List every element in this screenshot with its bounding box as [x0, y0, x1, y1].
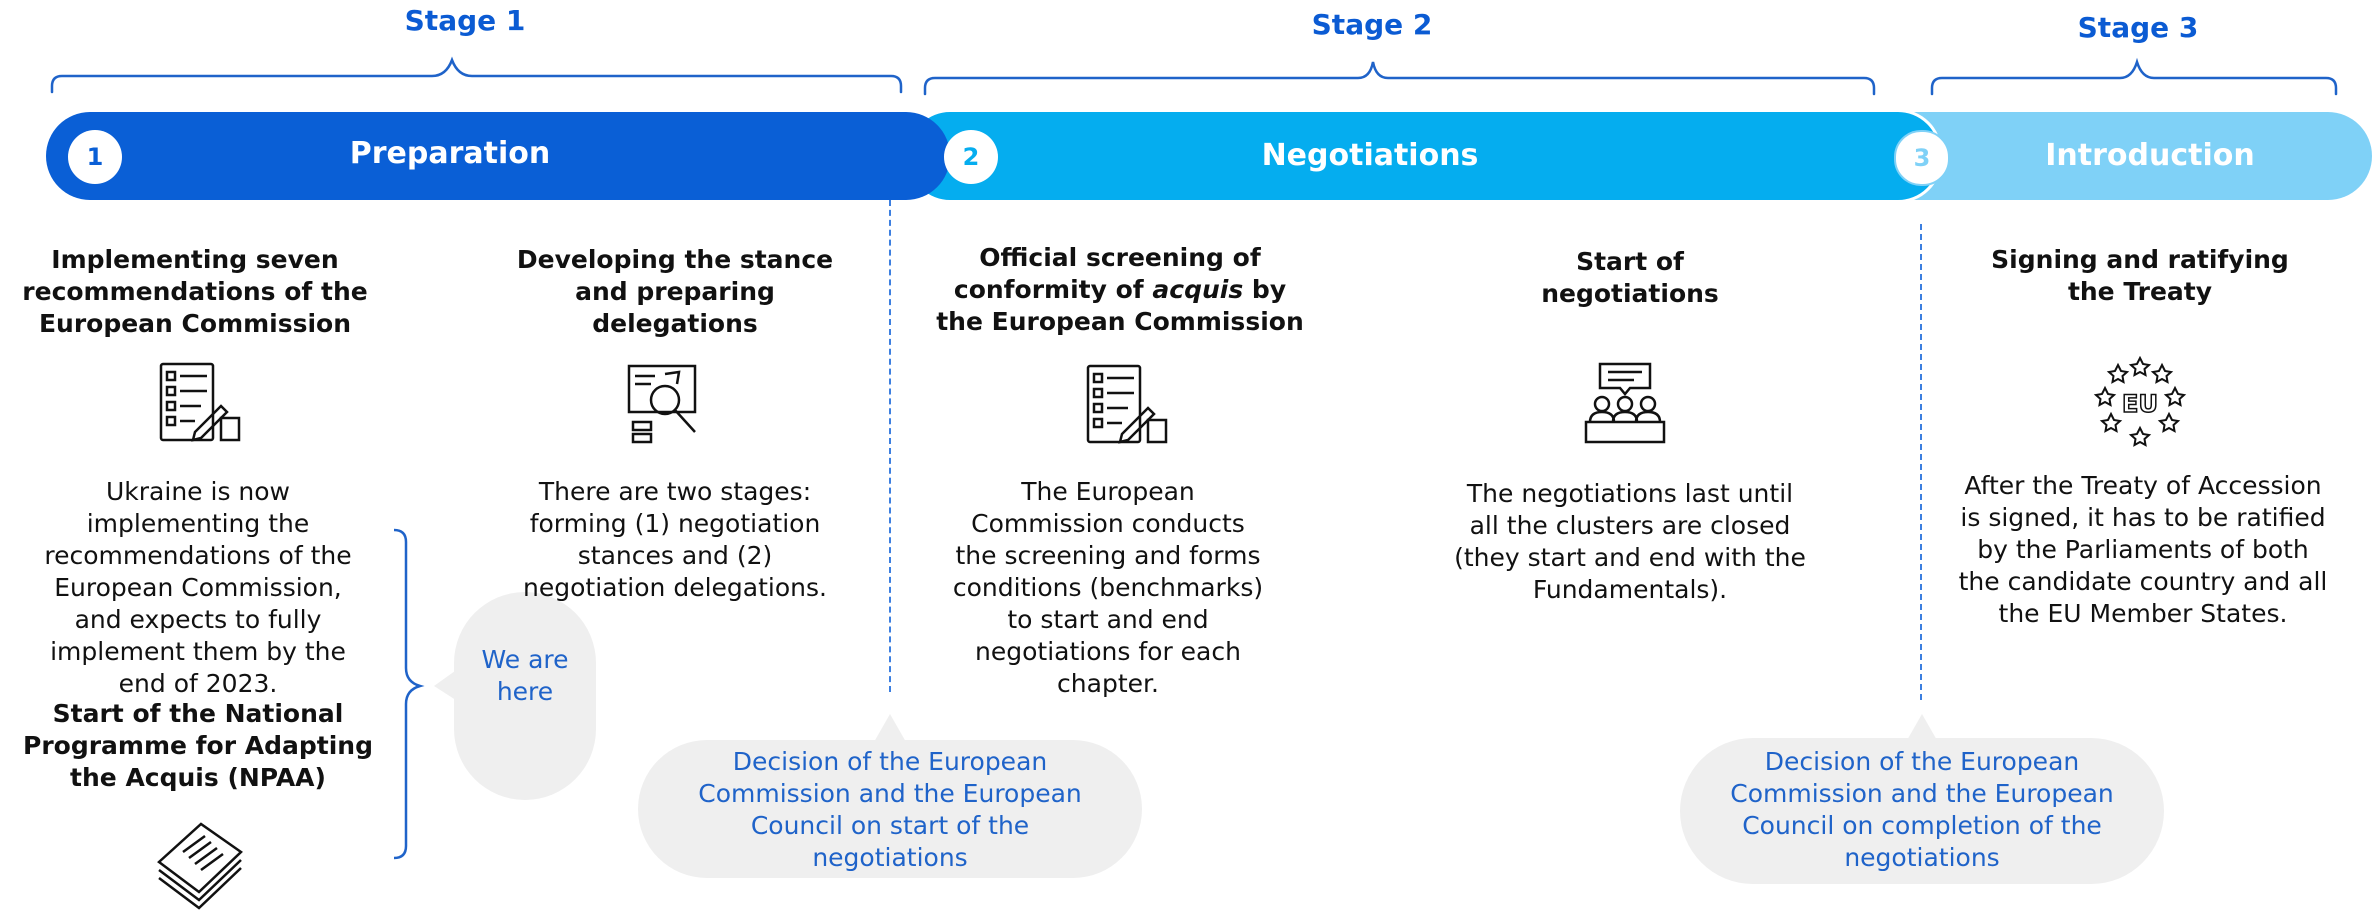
screening-heading-italic: acquis: [1152, 275, 1244, 304]
stage-3-bracket: [1930, 57, 2338, 96]
preparation-bar: [46, 112, 950, 200]
divider-negotiations-introduction: [1920, 224, 1922, 700]
we-are-here-bubble: We are here: [454, 592, 596, 800]
phase-2-number: 2: [944, 130, 998, 184]
checklist-icon: [159, 362, 241, 442]
screening-heading-end: by the European Commission: [936, 275, 1304, 336]
stage-2-bracket: [923, 61, 1876, 96]
phase-3-title: Introduction: [2045, 138, 2255, 173]
divider-preparation-negotiations: [889, 200, 891, 692]
decision-start-bubble: Decision of the European Commission and …: [638, 740, 1142, 878]
decision-completion-bubble: Decision of the European Commission and …: [1680, 738, 2164, 884]
phase-2-title: Negotiations: [1261, 138, 1479, 173]
we-are-here-text: We are here: [481, 645, 569, 706]
decision-start-text: Decision of the European Commission and …: [698, 747, 1082, 872]
signing-description: After the Treaty of Accession is signed,…: [1958, 471, 2328, 628]
stage-1-bracket: [50, 56, 903, 94]
checklist-icon: [1086, 364, 1168, 444]
developing-description: There are two stages: forming (1) negoti…: [523, 477, 827, 602]
stage-3-label: Stage 3: [2077, 11, 2199, 44]
developing-heading: Developing the stance and preparing dele…: [516, 245, 834, 338]
screening-heading-start: Official screening of conformity of: [953, 243, 1261, 304]
implementing-heading: Implementing seven recommendations of th…: [22, 245, 368, 338]
screening-heading: Official screening of conformity of acqu…: [930, 242, 1310, 338]
screening-description: The European Commission conducts the scr…: [952, 477, 1264, 698]
phase-1-title: Preparation: [349, 136, 551, 171]
svg-text:EU: EU: [2122, 390, 2158, 418]
stage-1-label: Stage 1: [404, 4, 526, 37]
phase-1-number: 1: [68, 130, 122, 184]
start-negotiations-description: The negotiations last until all the clus…: [1454, 479, 1806, 604]
eu-stars-icon: EU: [2093, 356, 2187, 447]
stage-2-label: Stage 2: [1311, 8, 1433, 41]
npaa-heading: Start of the National Programme for Adap…: [23, 699, 373, 792]
decision-1-pointer: [874, 714, 906, 742]
decision-2-pointer: [1906, 714, 1938, 742]
phase-3-number: 3: [1894, 130, 1950, 186]
introduction-bar: [1872, 112, 2372, 200]
implementing-description: Ukraine is now implementing the recommen…: [44, 477, 352, 698]
decision-completion-text: Decision of the European Commission and …: [1730, 747, 2114, 872]
meeting-icon: [1584, 362, 1666, 444]
analysis-board-icon: [627, 364, 697, 444]
stage-brackets: [50, 56, 2338, 96]
documents-stack-icon: [157, 822, 243, 910]
start-negotiations-heading: Start of negotiations: [1541, 247, 1719, 308]
we-are-here-brace: [393, 528, 425, 860]
negotiations-bar: [906, 109, 1942, 203]
signing-heading: Signing and ratifying the Treaty: [1991, 245, 2289, 306]
